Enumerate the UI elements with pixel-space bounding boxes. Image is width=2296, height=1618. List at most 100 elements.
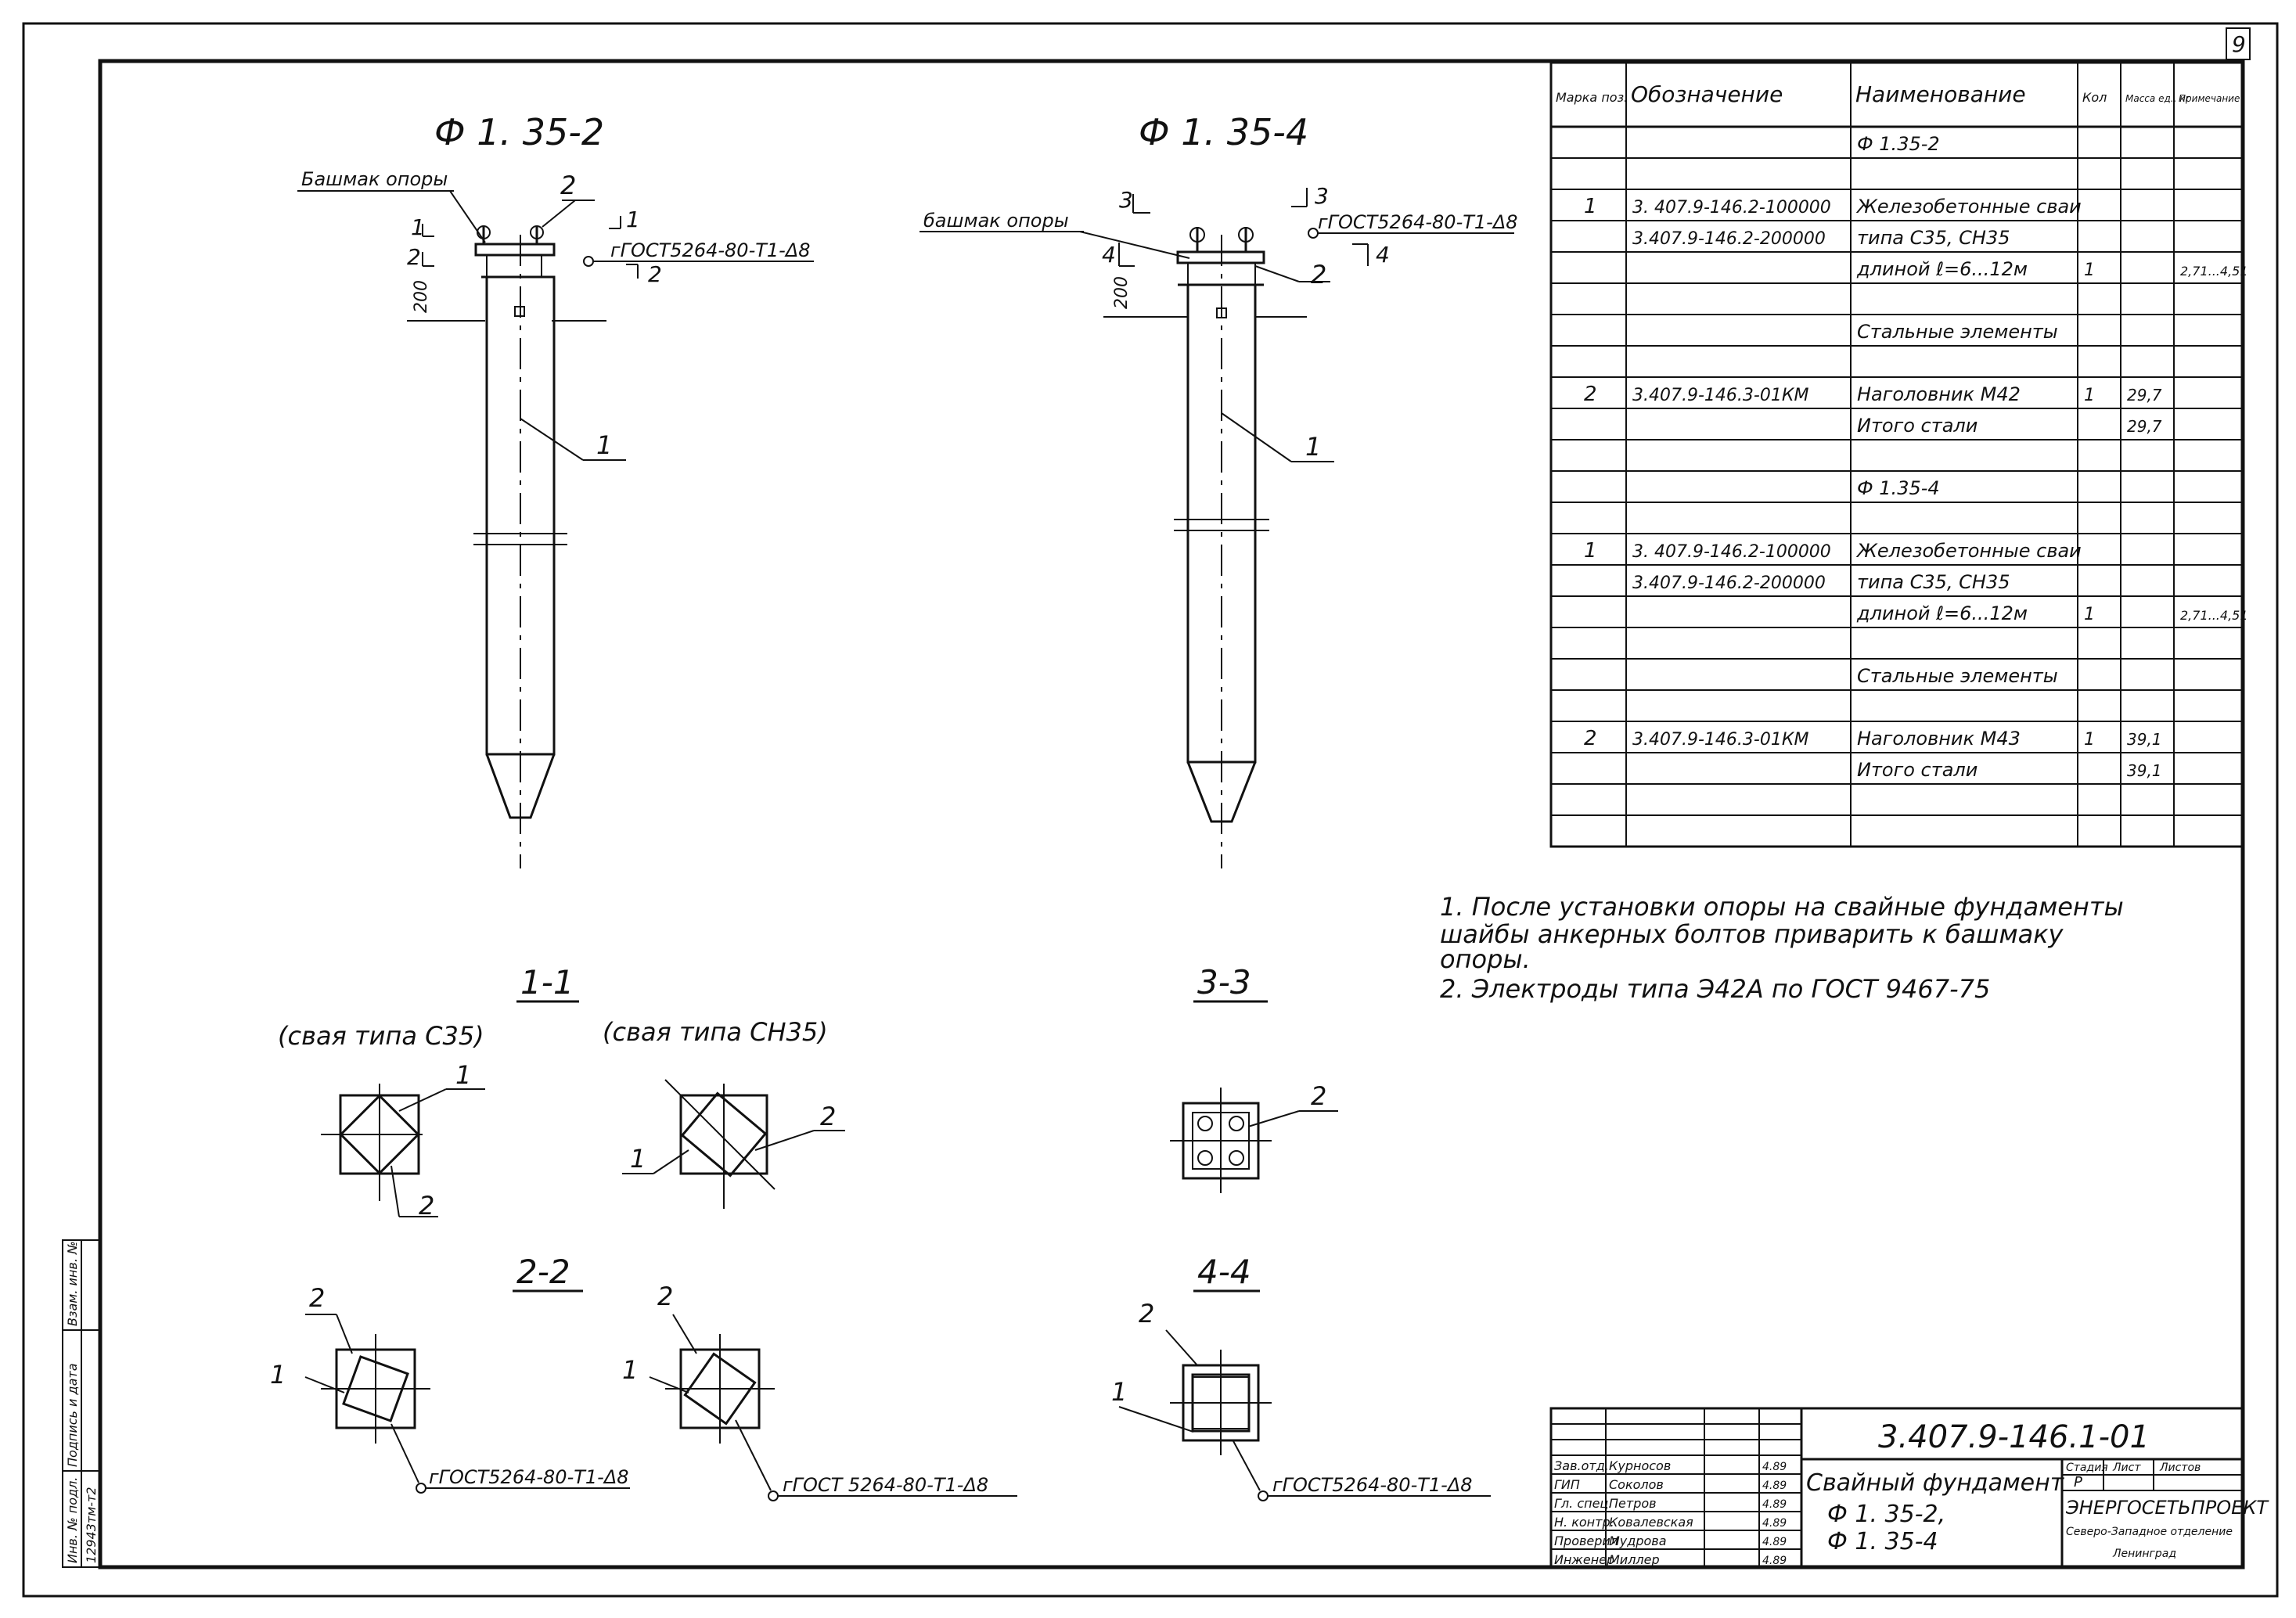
spec-cell-name: Ф 1.35-2: [1857, 133, 1940, 155]
spec-header-cell: Наименование: [1855, 81, 2026, 107]
title-block-role: Инженер: [1554, 1552, 1614, 1567]
spec-cell-qty: 1: [2084, 605, 2095, 624]
spec-cell-pos: 1: [1584, 195, 1597, 218]
section-1-1: 1-1 (свая типа С35) (свая типа СН35) 1 2…: [278, 963, 845, 1221]
title-block-date: 4.89: [1762, 1480, 1787, 1492]
spec-cell-name: Стальные элементы: [1857, 321, 2058, 343]
spec-cell-pos: 2: [1584, 727, 1597, 750]
svg-text:1: 1: [411, 214, 425, 240]
svg-text:3: 3: [1119, 187, 1133, 213]
svg-text:2: 2: [419, 1191, 434, 1221]
spec-cell-qty: 1: [2084, 730, 2095, 750]
svg-text:Лист: Лист: [2112, 1462, 2141, 1474]
svg-text:1: 1: [596, 430, 612, 460]
note-line-4: 2. Электроды типа Э42А по ГОСТ 9467-75: [1440, 974, 1990, 1004]
svg-text:Ленинград: Ленинград: [2112, 1548, 2176, 1560]
spec-cell-name: длиной ℓ=6...12м: [1856, 602, 2028, 624]
svg-text:Северо-Западное отделение: Северо-Западное отделение: [2066, 1526, 2233, 1538]
title-block-date: 4.89: [1762, 1555, 1787, 1567]
spec-cell-name: Наголовник М42: [1857, 383, 2021, 405]
sheet-number-box: [2226, 27, 2251, 60]
svg-text:200: 200: [412, 280, 431, 313]
svg-text:1: 1: [622, 1355, 638, 1385]
title-block-name: Мудрова: [1609, 1534, 1667, 1548]
spec-cell-code: 3. 407.9-146.2-100000: [1632, 542, 1831, 562]
spec-cell-code: 3.407.9-146.3-01КМ: [1632, 730, 1808, 750]
organization-name: ЭНЕРГОСЕТЬПРОЕКТ: [2065, 1497, 2269, 1519]
svg-text:Подпись и дата: Подпись и дата: [65, 1363, 80, 1467]
elevation-f135-2: Ф 1. 35-2 Башмак опоры 2 1 2 1 2 гГОСТ52…: [297, 111, 814, 868]
svg-text:12943тм-т2: 12943тм-т2: [84, 1487, 99, 1563]
elevation-title-right: Ф 1. 35-4: [1139, 111, 1308, 153]
svg-text:1: 1: [1111, 1377, 1127, 1407]
section-title-3-3: 3-3: [1197, 963, 1251, 1001]
svg-text:(свая типа С35): (свая типа С35): [278, 1021, 484, 1051]
svg-text:Р: Р: [2074, 1474, 2082, 1490]
section-title-4-4: 4-4: [1197, 1253, 1251, 1291]
spec-cell-name: Наголовник М43: [1857, 728, 2021, 750]
spec-cell-name: Итого стали: [1857, 415, 1978, 437]
title-block-role: Проверил: [1554, 1534, 1618, 1548]
title-block-date: 4.89: [1762, 1517, 1787, 1530]
shoe-label-left: Башмак опоры: [301, 168, 448, 190]
spec-cell-name: типа С35, СН35: [1857, 227, 2010, 249]
title-block-role: Зав.отд.: [1554, 1458, 1609, 1473]
section-title-1-1: 1-1: [520, 963, 574, 1001]
svg-text:(свая типа СН35): (свая типа СН35): [603, 1017, 828, 1047]
spec-header-cell: Обозначение: [1631, 81, 1783, 107]
spec-cell-note: 2,71...4,51: [2180, 264, 2248, 279]
svg-text:1: 1: [626, 207, 640, 232]
section-4-4: 4-4 2 1 гГОСТ5264-80-Т1-Δ8: [1111, 1253, 1491, 1501]
general-notes: 1. После установки опоры на свайные фунд…: [1440, 892, 2124, 1004]
section-2-2: 2-2 2 1 гГОСТ5264-80-Т1-Δ8 2 1 гГОСТ 526…: [270, 1253, 1017, 1501]
svg-text:Листов: Листов: [2159, 1462, 2201, 1474]
note-line-1: 1. После установки опоры на свайные фунд…: [1440, 892, 2124, 922]
weld-callout-top-right: гГОСТ5264-80-Т1-Δ8: [1318, 211, 1518, 233]
spec-cell-mass: 39,1: [2127, 730, 2162, 749]
title-line-1: Свайный фундамент: [1806, 1469, 2065, 1497]
svg-text:4: 4: [1376, 242, 1390, 268]
spec-cell-mass: 29,7: [2127, 417, 2162, 436]
section-title-2-2: 2-2: [516, 1253, 570, 1291]
spec-cell-name: Итого стали: [1857, 759, 1978, 781]
svg-text:2: 2: [407, 244, 421, 270]
document-code: 3.407.9-146.1-01: [1878, 1419, 2150, 1455]
svg-text:1: 1: [630, 1144, 646, 1174]
spec-cell-qty: 1: [2084, 386, 2095, 405]
svg-text:1: 1: [270, 1360, 286, 1390]
side-stamp: Инв. № подл. 12943тм-т2 Подпись и дата В…: [62, 1239, 101, 1568]
spec-cell-mass: 39,1: [2127, 761, 2162, 780]
title-line-3: Ф 1. 35-4: [1827, 1528, 1938, 1555]
shoe-label-right: башмак опоры: [923, 210, 1069, 232]
spec-cell-qty: 1: [2084, 261, 2095, 280]
note-line-3: опоры.: [1440, 944, 1531, 974]
title-block-name: Курносов: [1609, 1458, 1671, 1473]
svg-text:гГОСТ5264-80-Т1-Δ8: гГОСТ5264-80-Т1-Δ8: [1272, 1474, 1473, 1496]
svg-text:гГОСТ 5264-80-Т1-Δ8: гГОСТ 5264-80-Т1-Δ8: [783, 1474, 988, 1496]
spec-cell-name: Железобетонные сваи: [1855, 196, 2082, 218]
spec-cell-code: 3.407.9-146.2-200000: [1632, 573, 1826, 593]
spec-header-cell: Примечание: [2179, 93, 2240, 104]
title-block-date: 4.89: [1762, 1536, 1787, 1548]
svg-text:гГОСТ5264-80-Т1-Δ8: гГОСТ5264-80-Т1-Δ8: [429, 1466, 629, 1488]
svg-text:Инв. № подл.: Инв. № подл.: [65, 1477, 80, 1563]
outer-border: [22, 22, 2279, 1598]
spec-cell-name: Железобетонные сваи: [1855, 540, 2082, 562]
title-block-name: Миллер: [1609, 1552, 1660, 1567]
spec-header-cell: Марка поз.: [1556, 90, 1628, 105]
svg-text:4: 4: [1102, 242, 1116, 268]
svg-text:2: 2: [820, 1102, 836, 1131]
title-block-role: Гл. спец.: [1554, 1496, 1612, 1511]
spec-cell-pos: 2: [1584, 383, 1597, 406]
svg-text:3: 3: [1315, 183, 1329, 209]
spec-cell-name: Стальные элементы: [1857, 665, 2058, 687]
svg-text:1: 1: [455, 1060, 471, 1090]
spec-cell-name: длиной ℓ=6...12м: [1856, 258, 2028, 280]
svg-text:2: 2: [1311, 1081, 1326, 1111]
title-block: 3.407.9-146.1-01 Свайный фундамент Ф 1. …: [1549, 1407, 2269, 1569]
svg-text:2: 2: [657, 1282, 673, 1311]
svg-text:2: 2: [560, 171, 576, 200]
spec-cell-code: 3. 407.9-146.2-100000: [1632, 198, 1831, 218]
